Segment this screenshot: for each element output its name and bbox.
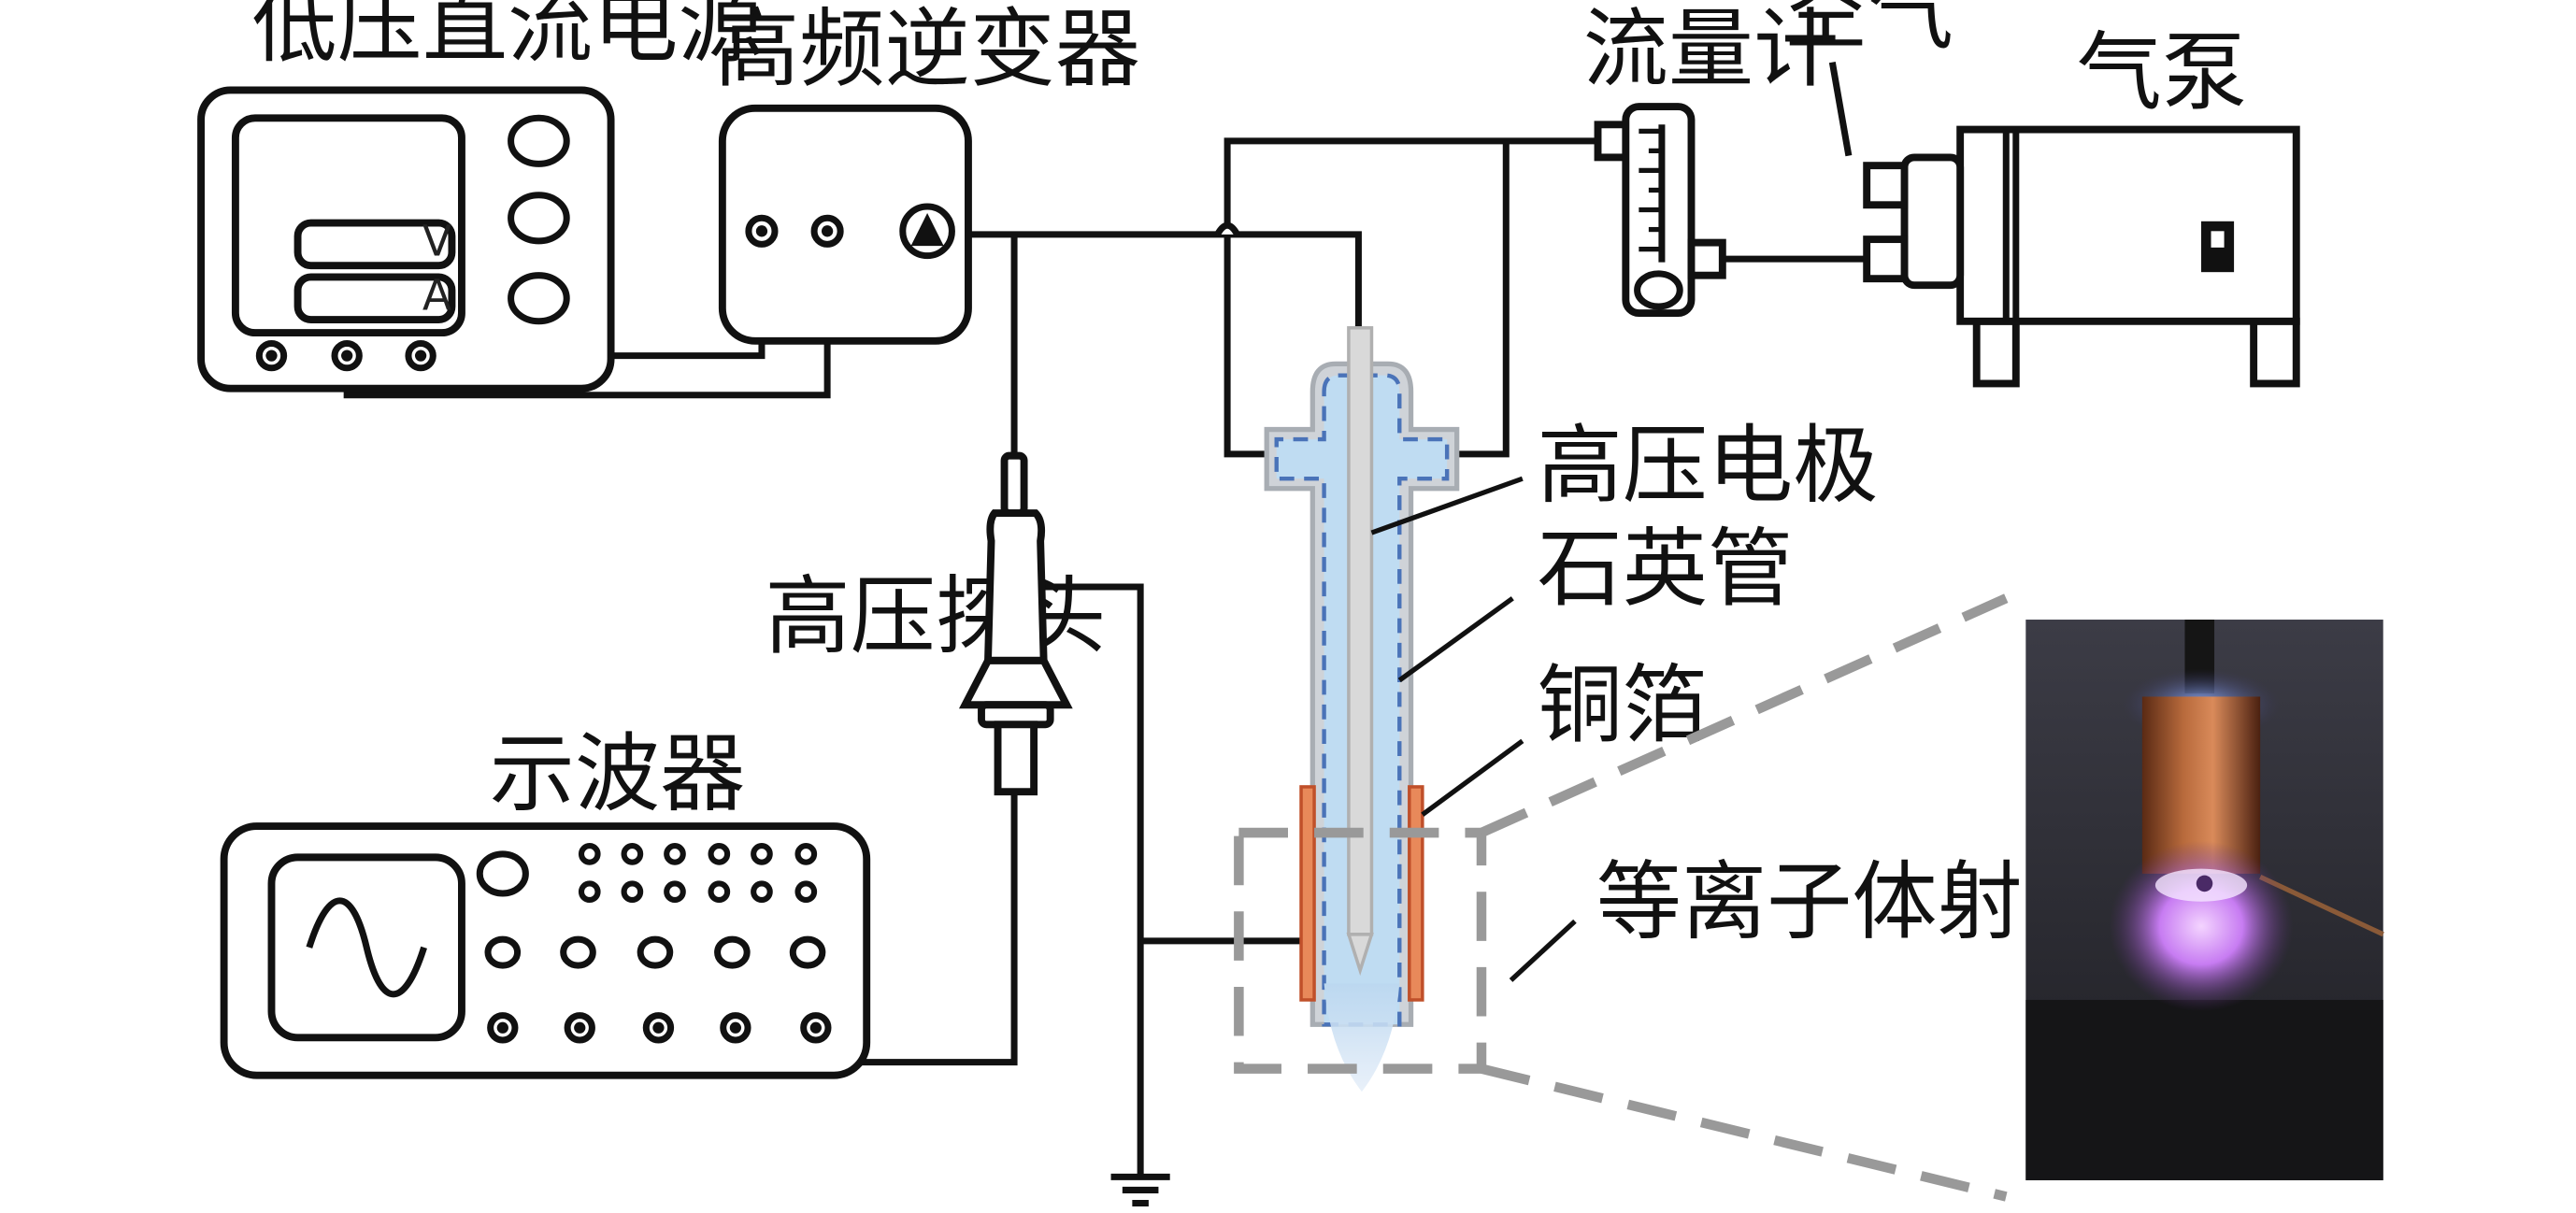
wiring bbox=[343, 62, 1868, 1206]
zoom-callout bbox=[1234, 593, 2009, 1202]
label-oscilloscope: 示波器 bbox=[490, 723, 746, 823]
ammeter-label: A bbox=[422, 271, 451, 321]
label-hv-electrode: 高压电极 bbox=[1538, 416, 1879, 516]
flowmeter bbox=[1594, 103, 1726, 317]
air-pump bbox=[1863, 125, 2300, 388]
voltmeter-label: V bbox=[422, 217, 451, 266]
quartz-tube-assembly bbox=[1264, 326, 1460, 1092]
pump-outlet bbox=[1863, 235, 1909, 283]
copper-foil-left bbox=[1299, 785, 1316, 1002]
label-dc-supply: 低压直流电源 bbox=[251, 0, 763, 75]
copper-foil-right bbox=[1408, 785, 1424, 1002]
label-copper-foil: 铜箔 bbox=[1538, 655, 1708, 755]
hv-probe bbox=[958, 451, 1073, 796]
label-quartz-tube: 石英管 bbox=[1538, 519, 1794, 619]
pump-foot-right bbox=[2250, 317, 2300, 388]
voltmeter-display bbox=[293, 219, 456, 270]
label-air: 空气 bbox=[1783, 0, 1953, 62]
oscilloscope bbox=[220, 822, 871, 1079]
plasma-jet-plume bbox=[1324, 983, 1400, 1092]
purple-plasma-glow bbox=[2109, 840, 2294, 1012]
pump-intake bbox=[1863, 162, 1909, 209]
flowmeter-inlet bbox=[1687, 238, 1726, 279]
leader-lines bbox=[1370, 476, 1577, 982]
dc-power-supply: V A bbox=[197, 86, 615, 392]
hf-inverter bbox=[718, 104, 972, 345]
ammeter-display bbox=[293, 273, 456, 323]
scope-input-jacks bbox=[487, 1012, 832, 1044]
supply-knob-3 bbox=[508, 272, 570, 325]
scope-small-buttons bbox=[578, 843, 818, 904]
flowmeter-float bbox=[1634, 270, 1683, 310]
label-pump: 气泵 bbox=[2077, 22, 2247, 122]
label-plasma-jet: 等离子体射流 bbox=[1596, 851, 2108, 951]
supply-knob-2 bbox=[508, 192, 570, 245]
discharge-photo bbox=[2025, 620, 2384, 1180]
pump-foot-left bbox=[1972, 317, 2020, 388]
scope-knobs bbox=[484, 935, 826, 969]
supply-knob-1 bbox=[508, 114, 570, 167]
wire-crossover bbox=[1214, 221, 1240, 236]
label-inverter: 高频逆变器 bbox=[714, 0, 1140, 99]
label-flowmeter: 流量计 bbox=[1583, 0, 1839, 99]
sine-wave-trace bbox=[306, 897, 427, 998]
label-hv-probe: 高压探头 bbox=[765, 566, 1106, 666]
hv-electrode bbox=[1347, 326, 1374, 936]
